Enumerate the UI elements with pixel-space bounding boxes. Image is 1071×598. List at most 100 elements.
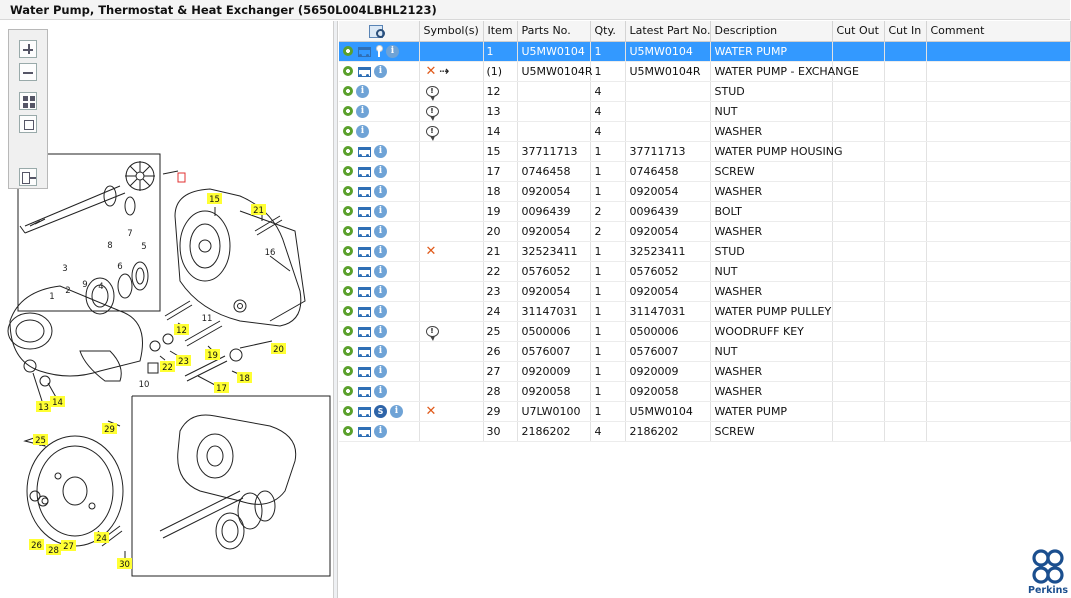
cell-description[interactable]: WASHER [710,181,833,202]
cell-cut-in[interactable] [884,121,927,142]
cell-latest-part-no[interactable]: 0576052 [625,261,711,282]
cell-latest-part-no[interactable]: 32523411 [625,241,711,262]
cell-comment[interactable] [926,181,1071,202]
gear-icon[interactable] [343,426,353,437]
cell-cut-out[interactable] [832,421,885,442]
info-icon[interactable]: i [374,304,387,318]
cell-qty[interactable]: 2 [590,201,626,222]
cell-description[interactable]: BOLT [710,201,833,222]
cell-part-no[interactable]: U5MW0104 [517,41,591,62]
cart-icon[interactable] [356,246,371,257]
zoom-out-icon[interactable] [19,63,37,81]
cell-cut-out[interactable] [832,221,885,242]
cell-part-no[interactable]: 0576007 [517,341,591,362]
cell-description[interactable]: NUT [710,101,833,122]
actual-size-icon[interactable] [19,115,37,133]
cell-latest-part-no[interactable]: U5MW0104 [625,401,711,422]
cell-latest-part-no[interactable]: 2186202 [625,421,711,442]
cell-item[interactable]: 28 [483,381,518,402]
info-icon[interactable]: i [390,404,403,418]
cart-icon[interactable] [356,386,371,397]
cell-description[interactable]: NUT [710,261,833,282]
note-bubble-icon[interactable]: ! [425,326,439,341]
gear-icon[interactable] [343,86,353,97]
cell-part-no[interactable]: 0920054 [517,281,591,302]
column-header-item[interactable]: Item [483,21,518,42]
cell-comment[interactable] [926,221,1071,242]
cell-cut-in[interactable] [884,181,927,202]
cell-cut-in[interactable] [884,221,927,242]
cell-cut-in[interactable] [884,161,927,182]
info-icon[interactable]: i [374,164,387,178]
cell-part-no[interactable]: 32523411 [517,241,591,262]
cell-item[interactable]: 21 [483,241,518,262]
cell-qty[interactable]: 1 [590,361,626,382]
cart-icon[interactable] [356,346,371,357]
cell-part-no[interactable]: U7LW0100 [517,401,591,422]
cell-cut-out[interactable] [832,321,885,342]
cart-icon[interactable] [356,366,371,377]
cell-description[interactable]: WATER PUMP [710,401,833,422]
cell-cut-in[interactable] [884,361,927,382]
cart-icon[interactable] [356,66,371,77]
cell-comment[interactable] [926,401,1071,422]
gear-icon[interactable] [343,326,353,337]
cell-description[interactable]: STUD [710,241,833,262]
cell-qty[interactable]: 1 [590,381,626,402]
column-header-description[interactable]: Description [710,21,833,42]
cell-comment[interactable] [926,341,1071,362]
parts-grid[interactable]: Symbol(s) Item Parts No. Qty. Latest Par… [339,21,1071,442]
note-bubble-icon[interactable]: ! [425,86,439,101]
cell-qty[interactable]: 4 [590,421,626,442]
cart-icon[interactable] [356,286,371,297]
cell-part-no[interactable]: U5MW0104R [517,61,593,82]
cell-cut-in[interactable] [884,401,927,422]
cell-item[interactable]: 30 [483,421,518,442]
key-icon[interactable] [374,45,383,58]
note-bubble-icon[interactable]: ! [425,106,439,121]
info-icon[interactable]: i [374,184,387,198]
cell-part-no[interactable]: 0576052 [517,261,591,282]
cell-part-no[interactable]: 0746458 [517,161,591,182]
gear-icon[interactable] [343,66,353,77]
info-icon[interactable]: i [374,344,387,358]
cell-item[interactable]: (1) [483,61,518,82]
column-header-cut-in[interactable]: Cut In [884,21,927,42]
cell-cut-in[interactable] [884,281,927,302]
cell-description[interactable]: WASHER [710,361,833,382]
cell-description[interactable]: WATER PUMP HOUSING [710,141,843,162]
cell-qty[interactable]: 1 [590,321,626,342]
discontinued-icon[interactable]: ✕ [425,403,437,419]
info-icon[interactable]: i [374,364,387,378]
cell-cut-out[interactable] [832,261,885,282]
cell-cut-out[interactable] [832,181,885,202]
cell-description[interactable]: WOODRUFF KEY [710,321,833,342]
cell-part-no[interactable]: 0096439 [517,201,591,222]
cell-item[interactable]: 14 [483,121,518,142]
cart-icon[interactable] [356,46,371,57]
cell-qty[interactable]: 1 [590,181,626,202]
cell-cut-in[interactable] [884,341,927,362]
cell-part-no[interactable]: 0920058 [517,381,591,402]
cell-comment[interactable] [926,381,1071,402]
cell-qty[interactable]: 1 [590,161,626,182]
cell-part-no[interactable] [517,81,591,102]
info-icon[interactable]: i [374,384,387,398]
cell-qty[interactable]: 1 [590,61,626,82]
gear-icon[interactable] [343,226,353,237]
info-icon[interactable]: i [374,264,387,278]
cell-qty[interactable]: 4 [590,101,626,122]
info-icon[interactable]: i [374,224,387,238]
info-icon[interactable]: i [386,44,399,58]
cell-latest-part-no[interactable]: 0500006 [625,321,711,342]
cell-latest-part-no[interactable]: 0920054 [625,221,711,242]
discontinued-icon[interactable]: ✕ [425,63,437,79]
cell-comment[interactable] [926,201,1071,222]
cell-comment[interactable] [926,141,1071,162]
cell-part-no[interactable]: 0920054 [517,181,591,202]
